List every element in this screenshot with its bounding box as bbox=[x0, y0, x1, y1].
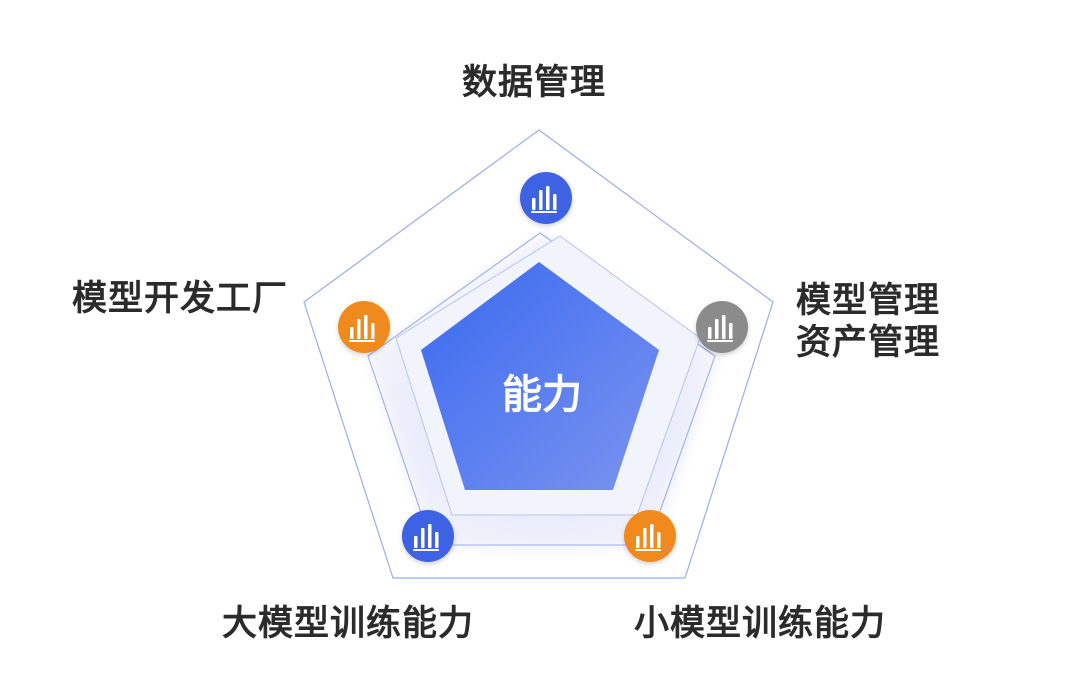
node-model-dev-factory[interactable] bbox=[338, 301, 390, 353]
label-data-management: 数据管理 bbox=[462, 62, 606, 104]
label-line: 小模型训练能力 bbox=[634, 604, 887, 644]
core-pentagon bbox=[421, 262, 659, 490]
label-small-model-training: 小模型训练能力 bbox=[634, 603, 886, 645]
label-large-model-training: 大模型训练能力 bbox=[222, 603, 474, 645]
label-model-asset-management: 模型管理 资产管理 bbox=[796, 280, 940, 364]
node-data-management[interactable] bbox=[520, 172, 572, 224]
outer-pentagon bbox=[303, 129, 774, 579]
core-label: 能力 bbox=[502, 372, 582, 418]
label-line: 数据管理 bbox=[462, 63, 607, 103]
label-line: 模型管理 bbox=[796, 281, 941, 321]
label-line: 大模型训练能力 bbox=[222, 604, 475, 644]
label-model-dev-factory: 模型开发工厂 bbox=[72, 278, 288, 320]
bar-chart-icon bbox=[707, 315, 733, 342]
bar-chart-icon bbox=[635, 524, 661, 551]
node-small-model-training[interactable] bbox=[624, 510, 676, 562]
node-large-model-training[interactable] bbox=[402, 510, 454, 562]
label-line: 资产管理 bbox=[796, 323, 941, 363]
node-model-asset-management[interactable] bbox=[696, 301, 748, 353]
bar-chart-icon bbox=[531, 186, 557, 213]
label-line: 模型开发工厂 bbox=[72, 279, 289, 319]
bar-chart-icon bbox=[413, 524, 439, 551]
bar-chart-icon bbox=[349, 315, 375, 342]
